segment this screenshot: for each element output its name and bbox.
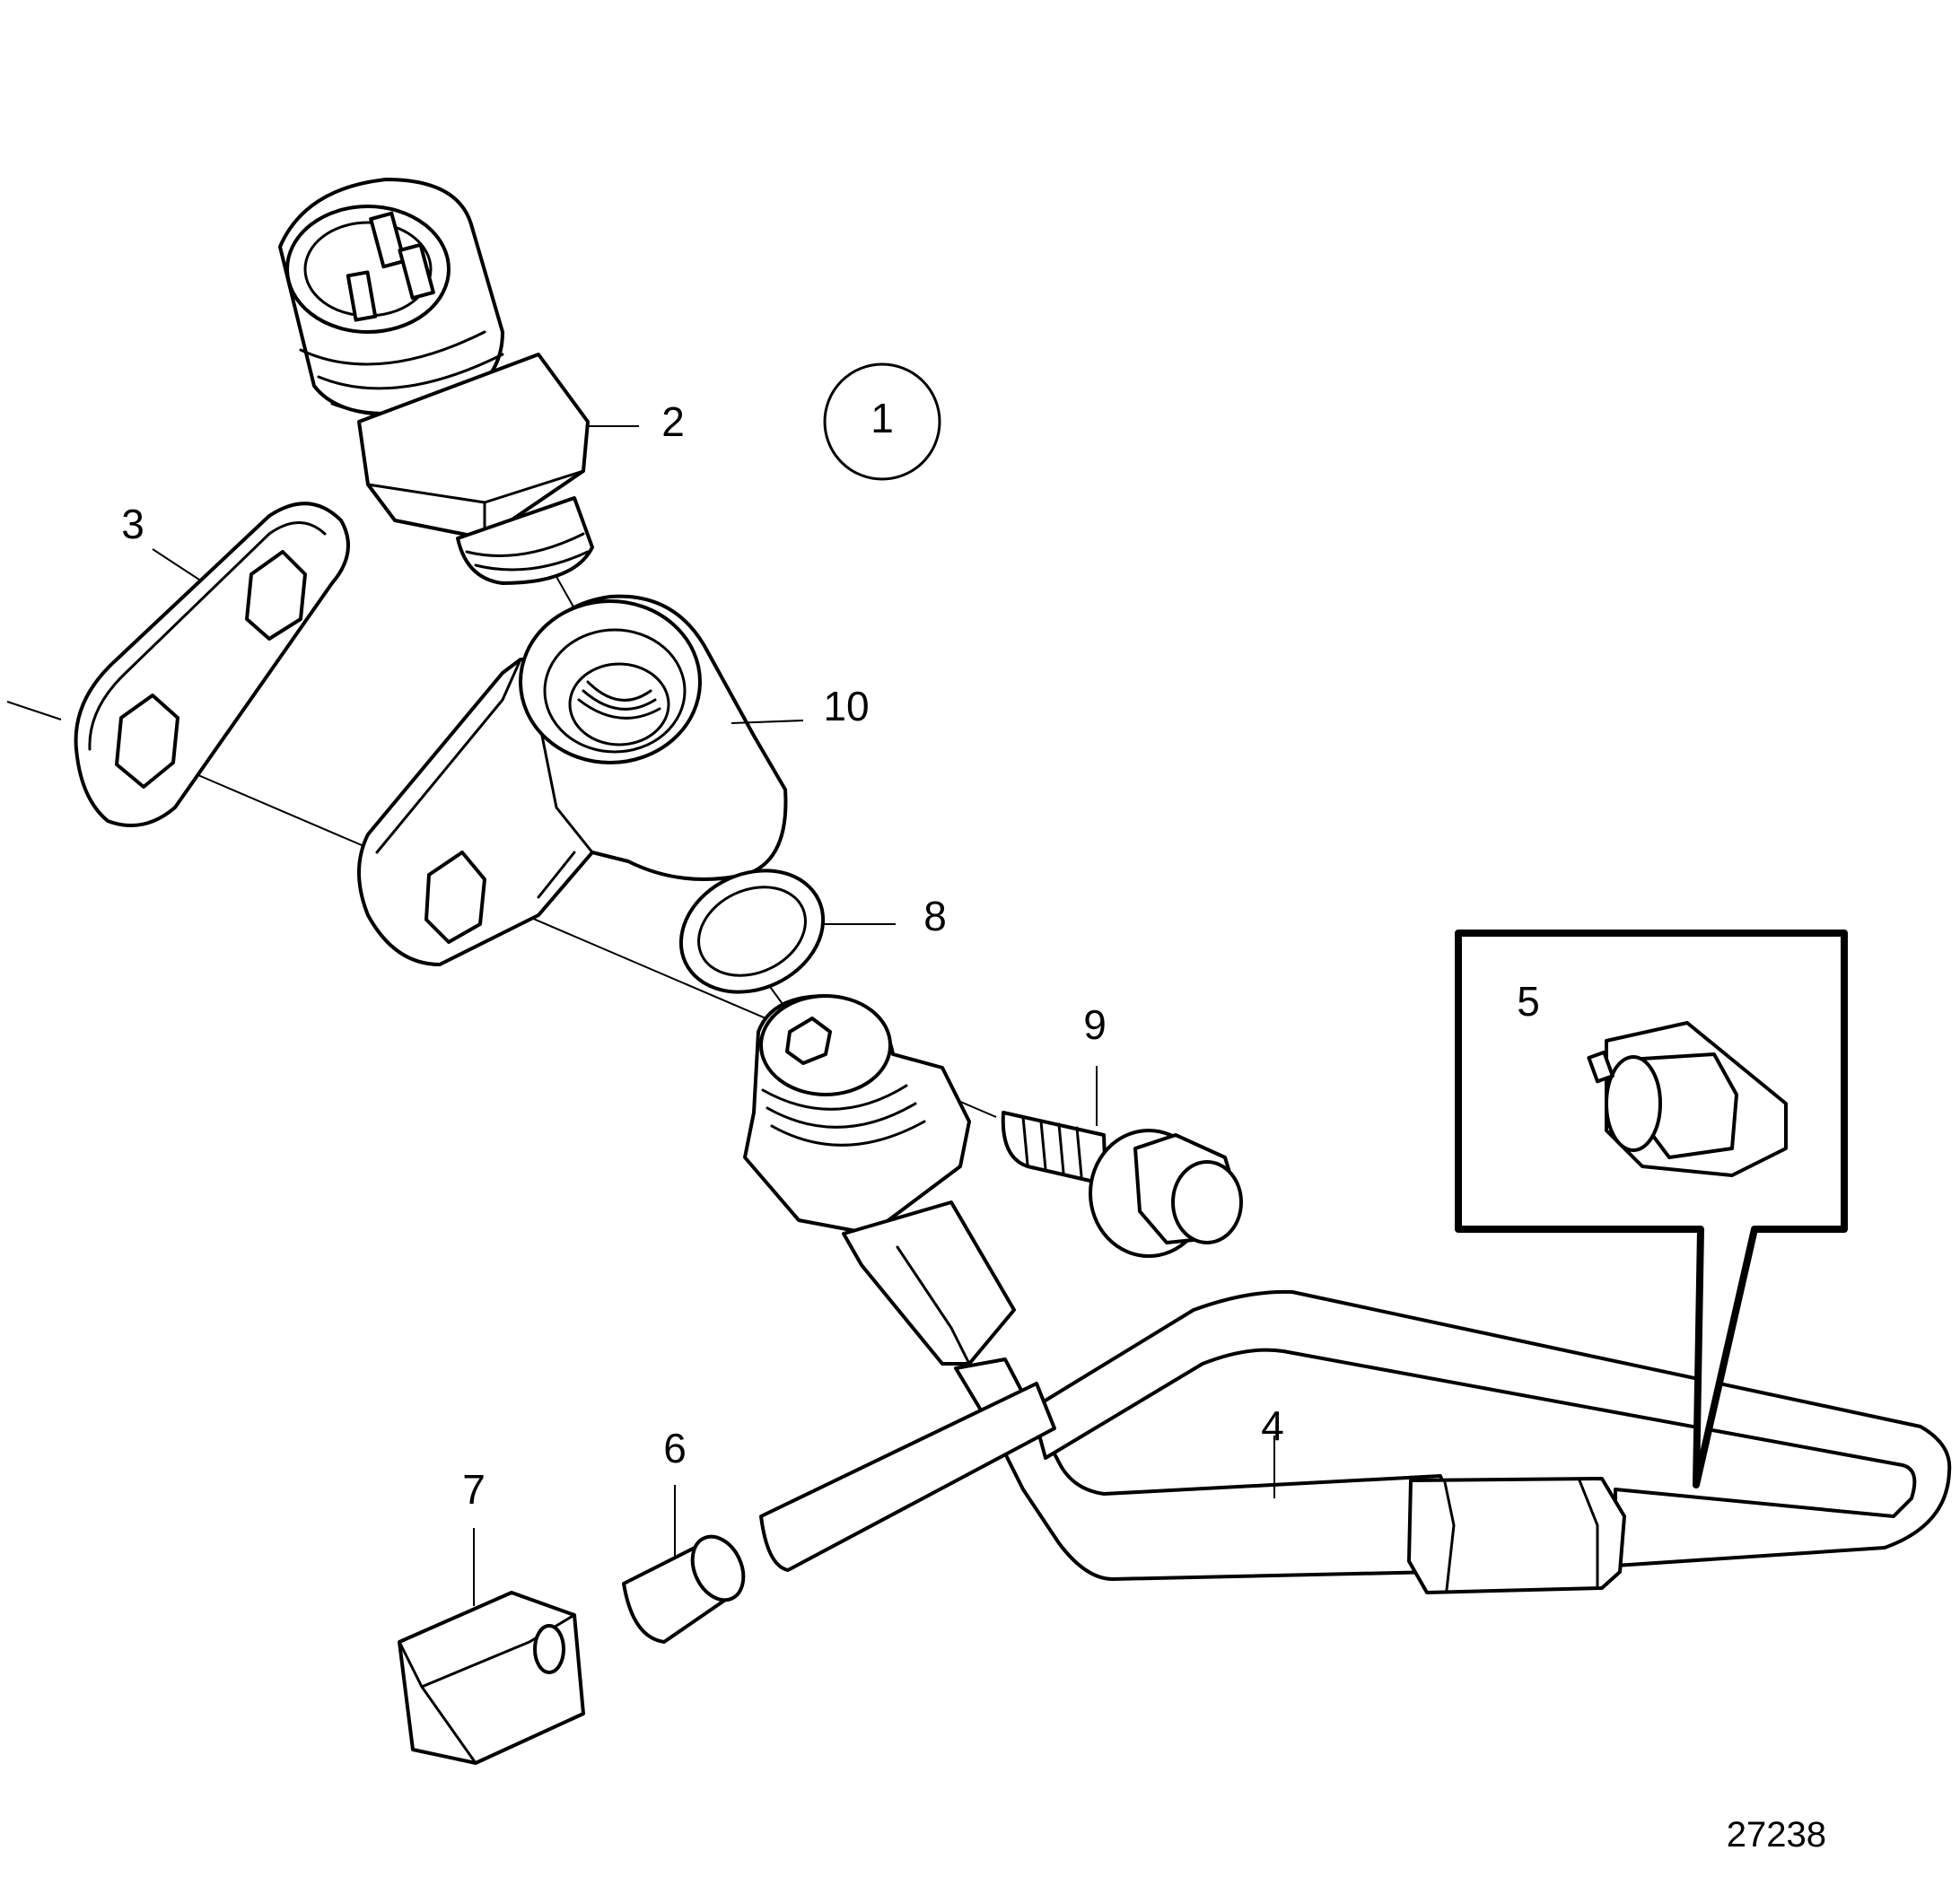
callout-4: 4 bbox=[1261, 1402, 1284, 1449]
bolt-part-9 bbox=[1001, 1111, 1243, 1258]
nut-part-7 bbox=[398, 1591, 585, 1765]
callout-8: 8 bbox=[923, 893, 947, 939]
sleeve-part-6 bbox=[622, 1534, 746, 1644]
leader-lines bbox=[152, 425, 1275, 1606]
callout-1-circle: 1 bbox=[823, 362, 941, 481]
pipe-part-4 bbox=[759, 1289, 1952, 1594]
callout-10: 10 bbox=[823, 683, 869, 729]
callout-6: 6 bbox=[663, 1425, 687, 1471]
washer-part-8 bbox=[678, 869, 826, 994]
callout-3: 3 bbox=[121, 501, 144, 547]
sensor-part-2 bbox=[278, 178, 594, 585]
gasket-part-3 bbox=[74, 502, 350, 827]
callout-5: 5 bbox=[1517, 978, 1540, 1025]
callout-7: 7 bbox=[462, 1466, 486, 1513]
callouts: 2 3 10 8 9 5 4 6 7 bbox=[121, 398, 1540, 1513]
callout-9: 9 bbox=[1083, 1001, 1107, 1048]
pipe-union bbox=[743, 994, 1016, 1366]
callout-1: 1 bbox=[871, 395, 894, 441]
figure-number: 27238 bbox=[1727, 1815, 1826, 1855]
callout-2: 2 bbox=[661, 398, 685, 445]
detail-inset-part-5 bbox=[1455, 930, 1848, 1488]
